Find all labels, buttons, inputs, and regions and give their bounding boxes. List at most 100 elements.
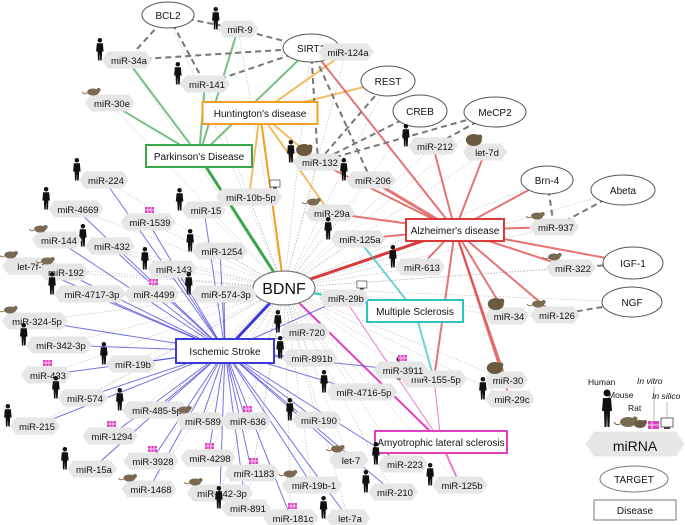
mirna-hexagon bbox=[2, 312, 68, 330]
human-icon bbox=[42, 187, 50, 210]
mirna-hexagon bbox=[484, 307, 530, 325]
mirna-node-m15: miR-15 bbox=[175, 188, 227, 219]
mirna-hexagon bbox=[124, 285, 180, 303]
target-label: SIRT1 bbox=[297, 44, 326, 55]
mirna-node-let7: let-7 bbox=[325, 445, 369, 469]
mouse-icon bbox=[81, 88, 101, 96]
human-icon bbox=[274, 310, 282, 333]
mirna-label: miR-30 bbox=[493, 376, 524, 387]
target-edge-sirt1-m206 bbox=[310, 47, 372, 181]
bdnf-spoke-m937 bbox=[283, 226, 555, 289]
mirna-hexagon bbox=[21, 366, 71, 384]
mirna-label: miR-212 bbox=[417, 142, 453, 153]
human-icon bbox=[52, 376, 60, 399]
insilico-icon bbox=[269, 179, 281, 189]
mirna-node-m1468: miR-1468 bbox=[118, 474, 177, 498]
legend-insilico-label: In silico bbox=[652, 391, 681, 401]
mirna-label: miR-124a bbox=[327, 48, 369, 59]
target-label: CREB bbox=[406, 107, 434, 118]
mirna-label: miR-324-5p bbox=[12, 317, 62, 328]
mirna-label: miR-192 bbox=[48, 268, 84, 279]
mirna-label: miR-10b-5p bbox=[226, 193, 276, 204]
mirna-hexagon bbox=[176, 412, 226, 430]
mirna-hexagon bbox=[368, 483, 418, 501]
edge-alzheimer-let7d bbox=[454, 151, 486, 231]
edge-alzheimer-sirt1 bbox=[310, 47, 456, 231]
disease-node-ms: Multiple Sclerosis bbox=[366, 299, 464, 323]
target-ellipse bbox=[392, 94, 448, 128]
human-icon bbox=[324, 217, 332, 240]
edge-stroke-m3928 bbox=[150, 350, 226, 462]
mirna-hexagon bbox=[32, 231, 82, 249]
mirna-node-m891: miR-891 bbox=[215, 486, 271, 517]
mirna-node-m190: miR-190 bbox=[286, 398, 342, 429]
mirna-label: miR-322 bbox=[555, 264, 591, 275]
invitro-icon bbox=[288, 503, 297, 509]
disease-node-als: Amyotrophic lateral sclerosis bbox=[374, 430, 508, 454]
human-icon bbox=[340, 158, 348, 181]
rat-icon bbox=[296, 144, 313, 156]
edge-stroke-m192 bbox=[63, 271, 226, 352]
mirna-node-m1294: miR-1294 bbox=[82, 421, 138, 445]
mirna-hexagon bbox=[218, 20, 258, 38]
bdnf-spoke-m19b1 bbox=[283, 287, 313, 486]
mirna-label: miR-4716-5p bbox=[337, 388, 392, 399]
target-node-mecp2: MeCP2 bbox=[463, 96, 527, 128]
insilico-icon bbox=[356, 280, 368, 290]
mirna-hexagon bbox=[485, 390, 535, 408]
mirna-node-m15a: miR-15a bbox=[61, 447, 117, 478]
mirna-label: miR-190 bbox=[301, 416, 337, 427]
disease-label: Huntington's disease bbox=[214, 109, 307, 120]
mirna-node-m223: miR-223 bbox=[372, 442, 428, 473]
human-icon bbox=[319, 496, 328, 519]
bdnf-spoke-m4716 bbox=[283, 287, 363, 393]
disease-node-alzheimer: Alzheimer's disease bbox=[405, 218, 505, 242]
invitro-icon bbox=[145, 207, 154, 213]
mirna-node-m4499: miR-4499 bbox=[124, 279, 180, 303]
mirna-hexagon bbox=[293, 153, 343, 171]
target-edge-brn4-m937 bbox=[546, 179, 555, 228]
target-label: BCL2 bbox=[155, 11, 180, 22]
mirna-hexagon bbox=[79, 171, 129, 189]
mirna-node-m143: miR-143 bbox=[141, 247, 197, 278]
mirna-label: miR-224 bbox=[88, 176, 124, 187]
mirna-node-m3245p: miR-324-5p bbox=[0, 306, 68, 330]
legend-rat-icon bbox=[634, 420, 647, 428]
mirna-label: miR-181c bbox=[273, 514, 314, 525]
human-icon bbox=[287, 140, 295, 163]
mouse-icon bbox=[0, 251, 18, 259]
legend-mirna-hexagon bbox=[585, 431, 685, 457]
mirna-node-m10b: miR-10b-5p bbox=[216, 179, 282, 206]
mirna-label: miR-9 bbox=[227, 25, 252, 36]
invitro-icon bbox=[43, 360, 52, 366]
mirna-label: miR-4669 bbox=[57, 205, 98, 216]
mouse-icon bbox=[278, 470, 298, 478]
mirna-node-m4716: miR-4716-5p bbox=[320, 370, 398, 401]
mirna-label: let-7a bbox=[338, 514, 362, 525]
disease-box bbox=[201, 101, 319, 125]
bdnf-spoke-m3423p bbox=[58, 287, 285, 346]
mirna-label: miR-613 bbox=[404, 263, 440, 274]
mirna-node-let7d: let-7d bbox=[462, 134, 508, 161]
mirna-hexagon bbox=[224, 464, 280, 482]
disease-node-stroke: Ischemic Stroke bbox=[175, 338, 275, 364]
human-icon bbox=[402, 124, 410, 147]
human-icon bbox=[186, 229, 194, 252]
bdnf-ellipse bbox=[252, 270, 316, 306]
rat-icon bbox=[465, 134, 483, 146]
human-icon bbox=[141, 247, 149, 270]
mirna-node-m29c: miR-29c bbox=[479, 377, 535, 408]
bdnf-spoke-m30e bbox=[109, 102, 285, 289]
mirna-label: let-7d bbox=[475, 148, 499, 159]
mirna-label: miR-937 bbox=[538, 223, 574, 234]
mirna-node-m589: miR-589 bbox=[172, 406, 226, 430]
mirna-node-m124a: miR-124a bbox=[318, 43, 374, 61]
edge-stroke-m1183 bbox=[224, 350, 253, 474]
mirna-hexagon bbox=[462, 143, 508, 161]
human-icon bbox=[4, 404, 12, 427]
mirna-hexagon bbox=[546, 259, 596, 277]
mirna-label: miR-574-3p bbox=[201, 290, 251, 301]
mirna-hexagon bbox=[325, 509, 371, 525]
mirna-node-m141: miR-141 bbox=[174, 62, 230, 93]
invitro-icon bbox=[205, 443, 214, 449]
